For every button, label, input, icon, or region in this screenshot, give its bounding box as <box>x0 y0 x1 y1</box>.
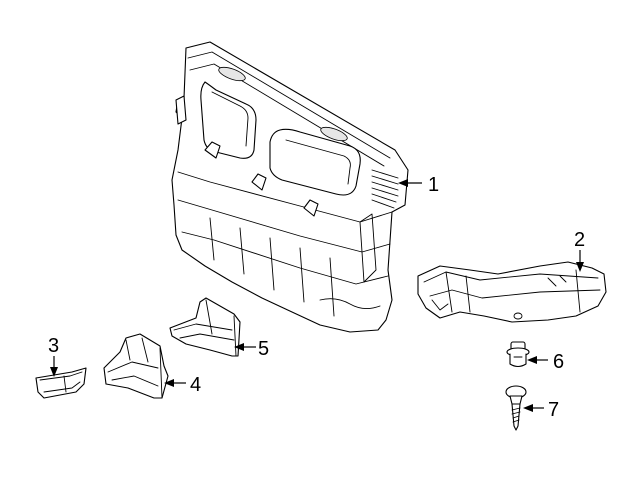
part-5-lower-air-duct <box>169 297 241 357</box>
part-7-screw <box>505 385 527 431</box>
leader-7 <box>523 404 544 412</box>
callout-2: 2 <box>574 229 585 251</box>
part-4-lower-air-duct <box>103 333 169 399</box>
callout-6: 6 <box>553 351 564 373</box>
leader-2 <box>576 250 584 272</box>
callout-7: 7 <box>548 399 559 421</box>
callout-5: 5 <box>258 338 269 360</box>
callout-1: 1 <box>428 174 439 196</box>
part-2-air-guide-bracket <box>417 261 607 323</box>
part-3-small-air-guide <box>35 367 87 399</box>
callout-3: 3 <box>48 335 59 357</box>
callout-4: 4 <box>190 374 201 396</box>
leader-5 <box>234 343 256 351</box>
part-1-radiator-support <box>171 41 409 333</box>
part-6-bolt <box>506 341 530 368</box>
leader-3 <box>50 356 58 377</box>
leader-6 <box>527 356 548 364</box>
leader-1 <box>398 179 422 187</box>
leader-4 <box>164 379 186 387</box>
